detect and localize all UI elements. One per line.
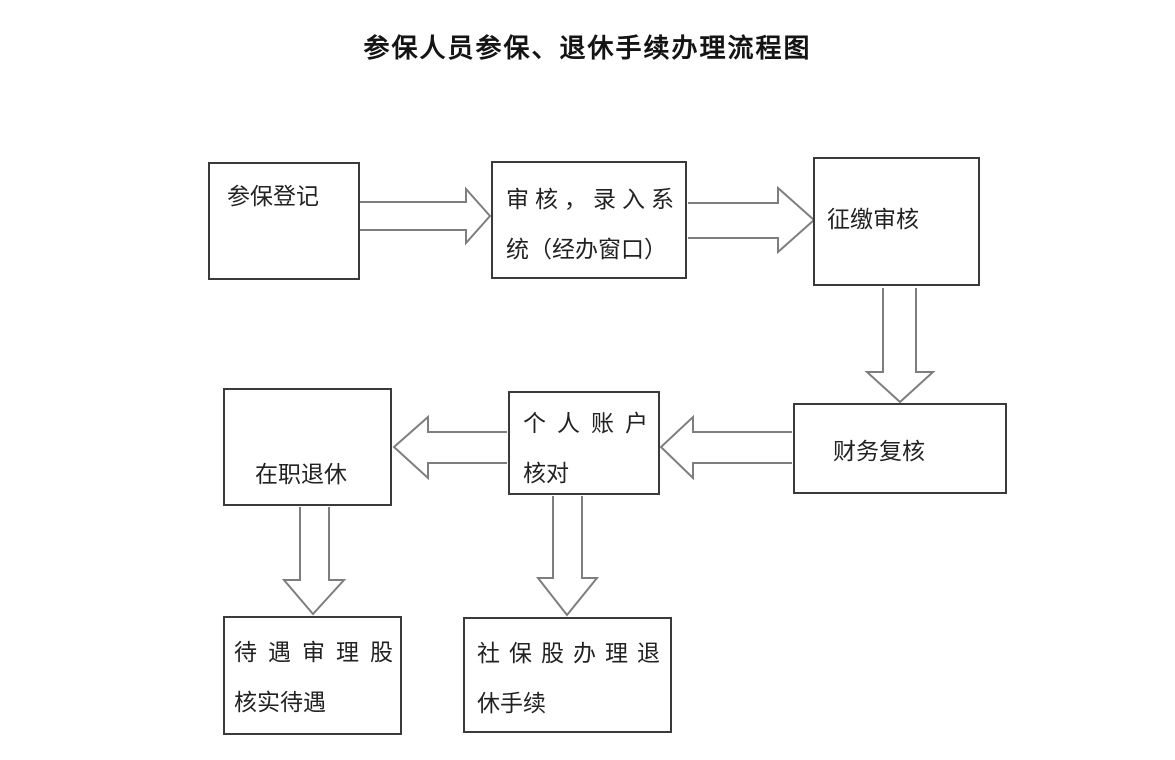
arrow-account-to-socialsecurity <box>535 496 600 617</box>
flow-node-finance-recheck: 财务复核 <box>793 403 1007 494</box>
node-label-line: 核实待遇 <box>234 690 326 715</box>
arrow-collection-to-finance <box>864 288 936 404</box>
flow-node-review-system-entry: 审核，录入系 统（经办窗口） <box>491 161 687 279</box>
flow-node-in-service-retirement: 在职退休 <box>223 388 392 506</box>
flowchart-title: 参保人员参保、退休手续办理流程图 <box>363 33 812 63</box>
arrow-enroll-to-review <box>360 186 492 246</box>
arrow-review-to-collection <box>688 185 816 255</box>
node-label-line: 休手续 <box>477 691 546 716</box>
node-label-line: 核对 <box>523 461 569 486</box>
arrow-finance-to-account <box>659 414 792 481</box>
node-label-line: 审核，录入系 <box>506 187 680 212</box>
node-label-line: 待遇审理股 <box>234 640 404 665</box>
node-label-line: 征缴审核 <box>827 207 919 232</box>
flow-node-collection-review: 征缴审核 <box>813 157 980 286</box>
flow-node-personal-account-check: 个人账户 核对 <box>508 391 660 495</box>
node-label-line: 财务复核 <box>833 439 925 464</box>
node-label-line: 参保登记 <box>227 184 319 209</box>
flow-node-benefit-review-section: 待遇审理股 核实待遇 <box>223 616 402 735</box>
node-label-line: 在职退休 <box>255 462 347 487</box>
flow-node-social-security-section: 社保股办理退 休手续 <box>463 617 672 733</box>
arrow-account-to-retirement <box>392 414 507 481</box>
arrow-retirement-to-benefit <box>281 507 347 616</box>
flow-node-enroll-register: 参保登记 <box>208 162 360 280</box>
node-label-line: 个人账户 <box>523 411 659 436</box>
node-label-line: 统（经办窗口） <box>506 237 667 262</box>
node-label-line: 社保股办理退 <box>477 641 669 666</box>
